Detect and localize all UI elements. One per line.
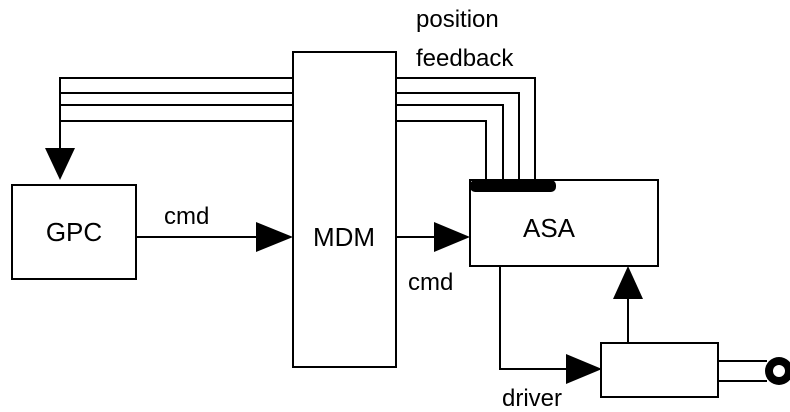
actuator-to-asa-arrow [613,266,643,343]
cmd-arrow-mdm-asa [396,222,470,252]
feedback-arrowhead [45,148,75,180]
gpc-block [11,184,137,280]
feedback-line-2 [60,104,504,180]
asa-label: ASA [523,213,576,243]
actuator-rod-eye-hole [773,365,785,377]
cmd-label-gpc-mdm: cmd [164,203,209,230]
actuator-icon [600,342,790,398]
actuator-cylinder [600,342,719,398]
gpc-label: GPC [46,217,102,247]
cmd-arrow-gpc-mdm [136,222,293,252]
mdm-label: MDM [313,222,375,252]
position-feedback-label-line1: position [416,6,499,33]
cmd-label-mdm-asa: cmd [408,269,453,296]
driver-label: driver [502,385,562,412]
position-feedback-label-line2: feedback [416,45,514,72]
asa-sensor-pad [470,180,556,192]
feedback-line-3 [60,92,520,180]
asa-block [469,179,659,267]
driver-arrow [499,266,602,384]
position-feedback-bundle [45,77,536,180]
mdm-block [292,51,397,368]
feedback-line-1 [59,120,487,180]
